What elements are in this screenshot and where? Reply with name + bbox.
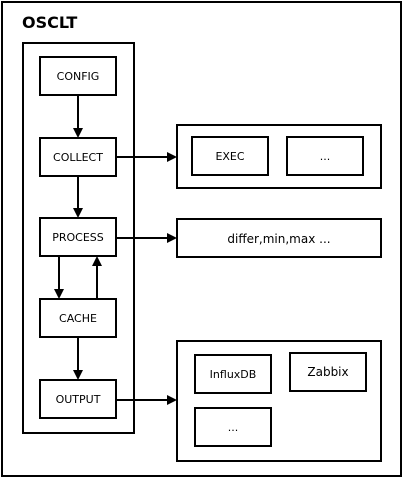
cache-box	[39, 298, 117, 338]
output-label: OUTPUT	[56, 393, 101, 406]
config-label: CONFIG	[57, 70, 100, 83]
output-box	[39, 379, 117, 419]
influxdb-box	[194, 354, 272, 394]
collect-label: COLLECT	[53, 151, 103, 164]
diagram-title: OSCLT	[22, 13, 77, 32]
outputs-more-node: ...	[194, 407, 272, 447]
zabbix-label: Zabbix	[307, 365, 348, 379]
cache-node: CACHE	[39, 298, 117, 338]
processors-box	[176, 218, 382, 258]
processors-label: differ,min,max ...	[227, 232, 330, 246]
process-node: PROCESS	[39, 217, 117, 257]
collectors-more-label: ...	[320, 150, 331, 163]
zabbix-node: Zabbix	[289, 352, 367, 392]
exec-label: EXEC	[215, 150, 244, 163]
processors-node: differ,min,max ...	[176, 218, 382, 258]
influxdb-node: InfluxDB	[194, 354, 272, 394]
collect-node: COLLECT	[39, 137, 117, 177]
process-label: PROCESS	[52, 231, 104, 244]
outputs-more-box	[194, 407, 272, 447]
config-node: CONFIG	[39, 56, 117, 96]
collectors-more-box	[286, 136, 364, 176]
zabbix-box	[289, 352, 367, 392]
collectors-more-node: ...	[286, 136, 364, 176]
exec-node: EXEC	[191, 136, 269, 176]
cache-label: CACHE	[59, 312, 97, 325]
output-node: OUTPUT	[39, 379, 117, 419]
process-box	[39, 217, 117, 257]
exec-box	[191, 136, 269, 176]
outputs-more-label: ...	[228, 421, 239, 434]
influxdb-label: InfluxDB	[210, 368, 257, 381]
